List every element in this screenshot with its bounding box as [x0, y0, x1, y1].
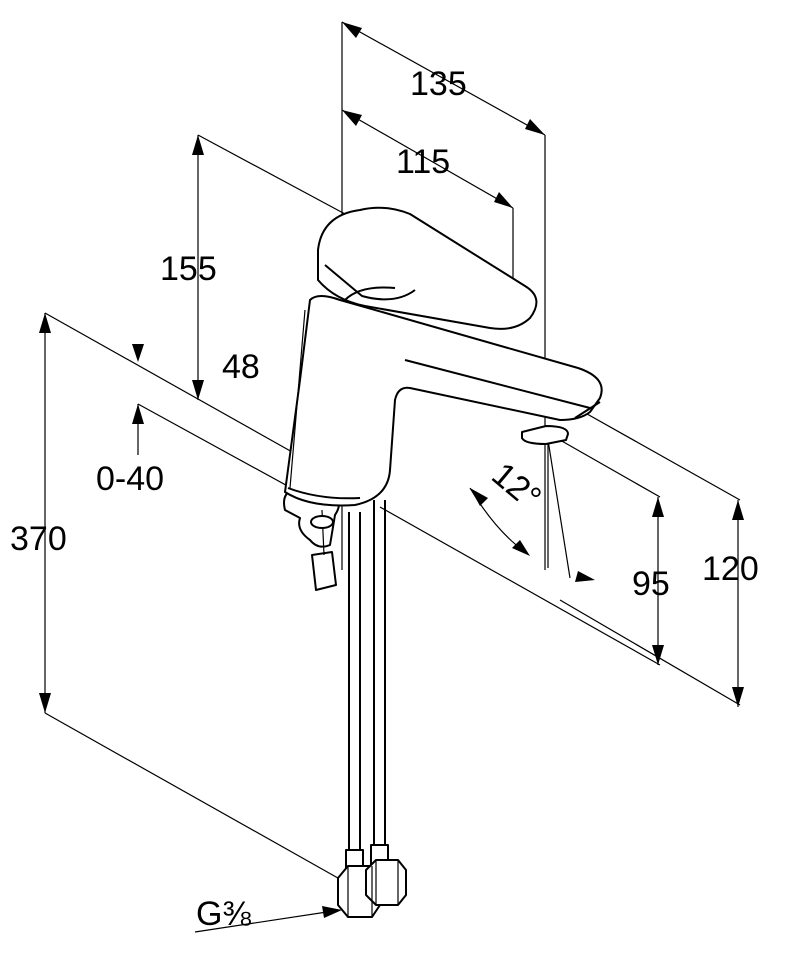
dim-135-label: 135 — [410, 65, 467, 103]
dim-95-label: 95 — [632, 565, 670, 603]
base-ring — [287, 487, 361, 500]
dim-95-base-line — [379, 506, 661, 666]
dim-115-label: 115 — [396, 143, 450, 181]
dim-135-line — [341, 21, 546, 136]
thread-label: G⅜ — [196, 895, 251, 933]
arrow-115-left — [342, 110, 362, 126]
supply-hoses — [337, 500, 407, 918]
arrow-370-top — [39, 313, 51, 333]
dim-0-40-label: 0-40 — [96, 460, 164, 498]
arrow-95-top — [652, 497, 664, 517]
lever-underside — [324, 264, 416, 301]
arrow-spray — [575, 571, 595, 582]
dim-95-top-extension — [559, 439, 661, 498]
dim-120-base-line — [559, 599, 741, 706]
arrow-370-bottom — [39, 693, 51, 713]
dim-155-label: 155 — [160, 250, 217, 288]
dim-115-line — [341, 109, 514, 209]
arrow-135-left — [342, 22, 362, 38]
dim-370-bottom-extension — [44, 712, 346, 883]
arrow-angle-start — [470, 488, 488, 506]
arrow-115-right — [494, 192, 513, 208]
arrow-120-bottom — [732, 687, 744, 707]
dim-48-label: 48 — [222, 348, 260, 386]
dimension-labels: 135 115 155 48 0-40 370 95 120 12° G⅜ — [10, 65, 759, 933]
spout-tip-edge — [574, 401, 601, 419]
faucet-body — [284, 206, 603, 507]
spray-line-angled — [547, 439, 571, 579]
thread-leader — [194, 909, 341, 933]
body-left-edge — [289, 309, 306, 489]
deck-top-line — [44, 312, 311, 463]
dim-120-label: 120 — [702, 550, 759, 588]
spout-edge-line — [404, 359, 591, 409]
arrow-angle-end — [512, 540, 530, 556]
arrow-thread — [322, 906, 342, 918]
arrow-0-40-top — [132, 344, 144, 362]
arrow-95-bottom — [652, 645, 664, 665]
arrow-135-right — [525, 119, 545, 135]
mounting-washer — [310, 515, 334, 529]
dim-120-top-extension — [579, 409, 741, 501]
dim-370-label: 370 — [10, 520, 67, 558]
arrow-120-top — [732, 500, 744, 520]
dim-155-top-extension — [197, 134, 346, 215]
arrow-155-top — [192, 135, 204, 155]
mounting-nut — [311, 551, 337, 591]
arrow-155-bottom — [192, 380, 204, 400]
lever-joint — [344, 286, 396, 301]
arrow-0-40-bottom — [132, 404, 144, 424]
angle-12-label: 12° — [484, 455, 548, 517]
faucet-main-body — [284, 295, 603, 507]
aerator — [521, 425, 569, 445]
